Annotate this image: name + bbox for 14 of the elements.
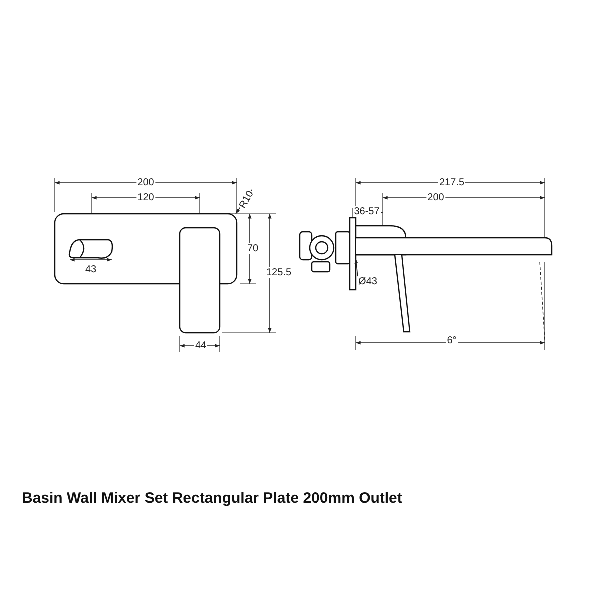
dimension-label: 200: [136, 178, 156, 188]
dimension-label: 43: [84, 264, 98, 276]
dimension-label: 217.5: [438, 178, 466, 188]
dimension-label: 120: [136, 192, 156, 204]
dimension-label: 200: [426, 192, 446, 204]
dimension-label: 44: [194, 340, 208, 352]
dimension-label: 6°: [446, 336, 458, 346]
dimension-label: 36-57: [353, 206, 381, 218]
dimension-label: Ø43: [358, 276, 378, 288]
title: Basin Wall Mixer Set Rectangular Plate 200mm Outlet: [22, 490, 402, 507]
leader-line: [354, 258, 358, 278]
dimension-label: 125.5: [265, 268, 293, 278]
dimension-label: 70: [246, 244, 260, 254]
wall-plate: [349, 217, 357, 291]
